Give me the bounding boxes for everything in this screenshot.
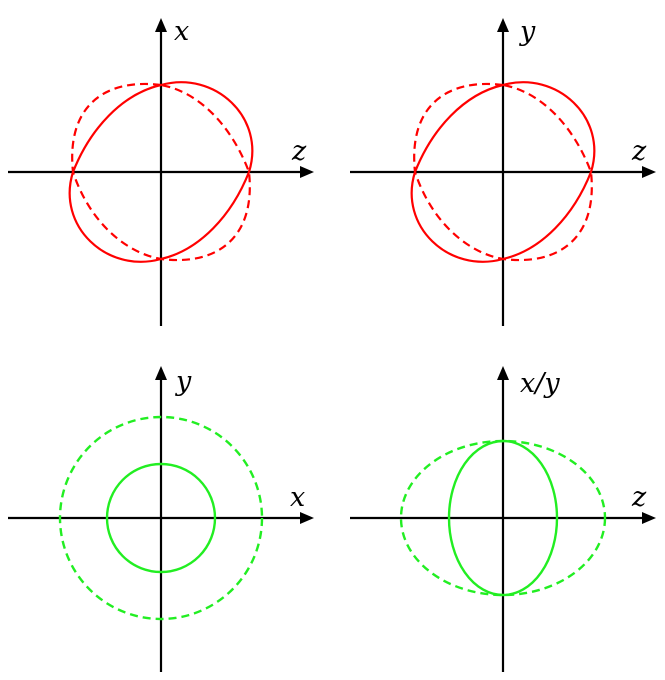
panel-top-left: x z <box>8 16 314 326</box>
arrow-up-icon <box>155 366 167 380</box>
arrow-up-icon <box>497 366 509 380</box>
arrow-right-icon <box>642 512 656 524</box>
vertical-axis-label: y <box>519 16 536 47</box>
dashed-circle <box>58 415 264 621</box>
panel-bottom-right: x/y z <box>350 366 656 672</box>
dashed-curve <box>71 82 251 262</box>
solid-circle <box>105 462 217 574</box>
horizontal-axis-label: z <box>631 136 647 167</box>
panel-top-right: y z <box>350 16 656 326</box>
arrow-up-icon <box>155 18 167 32</box>
arrow-right-icon <box>642 166 656 178</box>
horizontal-axis-label: x <box>290 482 305 513</box>
vertical-axis-label: x/y <box>520 368 560 399</box>
arrow-up-icon <box>497 18 509 32</box>
arrow-right-icon <box>300 166 314 178</box>
vertical-axis-label: y <box>175 366 192 397</box>
vertical-axis-label: x <box>174 16 189 47</box>
panel-bottom-left: y x <box>8 366 314 672</box>
dashed-ellipse <box>399 439 607 597</box>
dashed-curve <box>413 82 593 262</box>
horizontal-axis-label: z <box>291 136 307 167</box>
arrow-right-icon <box>300 512 314 524</box>
horizontal-axis-label: z <box>631 482 647 513</box>
